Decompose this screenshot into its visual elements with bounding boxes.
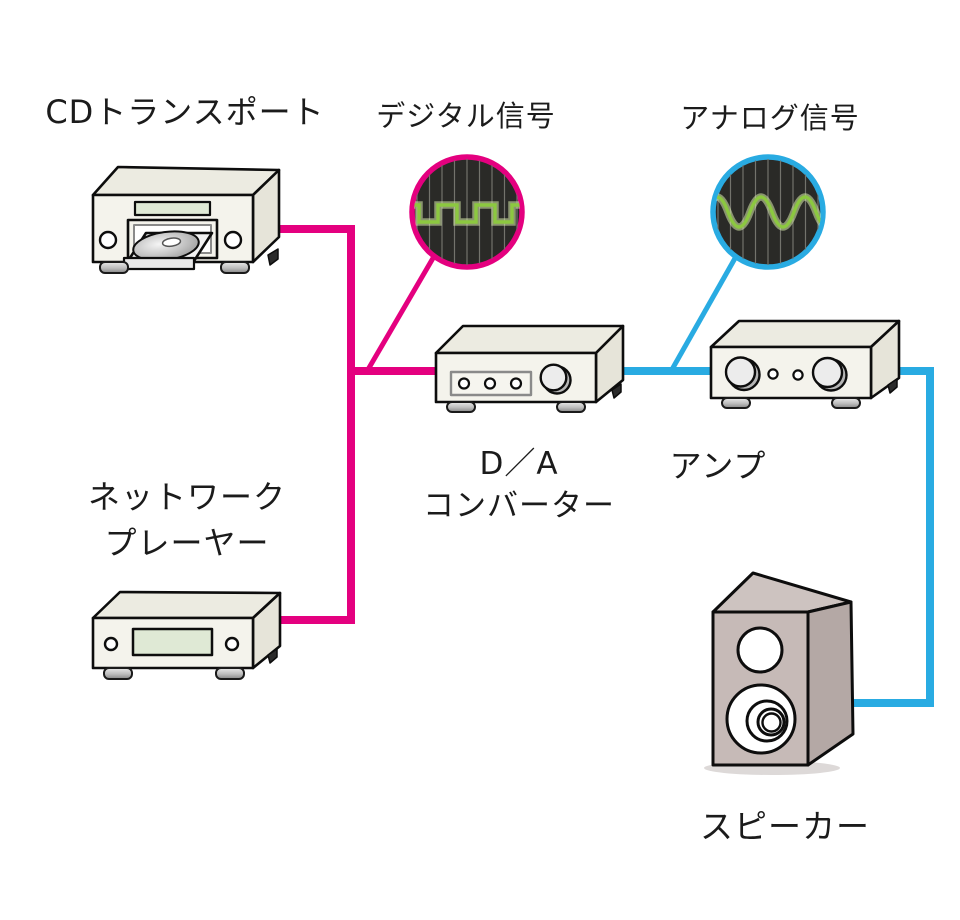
speaker-icon	[704, 571, 855, 775]
da-converter-label-line1: D／A	[479, 446, 559, 482]
digital-signal-label: デジタル信号	[376, 99, 556, 133]
sine-wave-icon	[715, 195, 821, 229]
speaker-label: スピーカー	[700, 807, 870, 846]
analog-cable-amp-to-speaker	[846, 367, 934, 707]
amplifier-left-knob	[724, 356, 761, 392]
amplifier-icon	[709, 319, 901, 409]
analog-signal-label: アナログ信号	[680, 101, 860, 135]
amplifier-right-knob	[811, 356, 848, 392]
digital-signal-path	[268, 225, 444, 624]
amplifier-label: アンプ	[669, 447, 767, 485]
digital-cable-main	[268, 225, 355, 624]
digital-waveform-scope	[409, 154, 525, 270]
da-converter-knob	[539, 363, 572, 395]
speaker-tweeter	[736, 626, 784, 674]
square-wave-icon	[414, 203, 520, 224]
digital-scope-leader-line	[363, 251, 439, 375]
analog-scope-leader-line	[667, 251, 741, 375]
cd-transport-display	[133, 200, 212, 217]
da-converter-label-line2: コンバーター	[423, 488, 615, 524]
network-player-label: ネットワーク プレーヤー	[80, 474, 294, 566]
network-player-label-line1: ネットワーク	[87, 478, 286, 516]
cd-transport-icon	[91, 165, 281, 274]
analog-waveform-scope	[710, 154, 826, 270]
speaker-woofer	[725, 683, 797, 755]
da-converter-label: D／A コンバーター	[412, 443, 626, 527]
network-player-label-line2: プレーヤー	[104, 524, 270, 562]
network-player-icon	[91, 590, 282, 680]
analog-signal-path	[616, 251, 934, 707]
da-converter-icon	[434, 324, 625, 413]
network-player-display	[131, 627, 214, 657]
cd-transport-label: CDトランスポート	[45, 93, 325, 131]
